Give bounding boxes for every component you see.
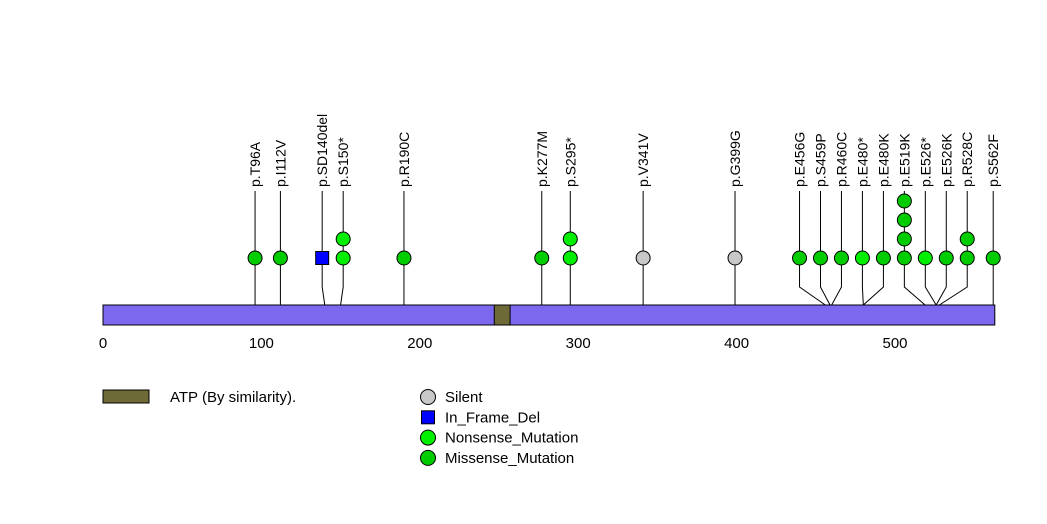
legend-domain-label: ATP (By similarity). xyxy=(170,389,296,406)
mutation-label: p.R460C xyxy=(833,132,849,187)
lollipop-stem xyxy=(924,191,937,306)
axis-tick-label: 100 xyxy=(249,335,274,352)
lollipop-p.V341V: p.V341V xyxy=(635,133,651,305)
lollipop-p.S295*: p.S295* xyxy=(562,137,578,305)
mutation-marker-circle xyxy=(562,231,578,247)
mutation-label: p.S150* xyxy=(335,137,351,187)
lollipop-p.S562F: p.S562F xyxy=(985,134,1001,305)
mutation-marker-circle xyxy=(896,250,912,266)
lollipop-stem xyxy=(340,191,344,306)
mutation-label: p.I112V xyxy=(272,139,288,187)
mutation-marker-circle xyxy=(635,250,651,266)
lollipop-p.E456G: p.E456G xyxy=(792,132,826,306)
legend-marker-Nonsense_Mutation xyxy=(420,429,436,446)
lollipop-stem xyxy=(799,191,826,306)
mutation-marker-circle xyxy=(247,250,263,266)
mutation-label: p.E526K xyxy=(938,133,954,187)
mutation-label: p.R528C xyxy=(959,132,975,187)
lollipop-p.R460C: p.R460C xyxy=(831,132,849,306)
lollipop-stem xyxy=(861,191,864,306)
lollipop-stem xyxy=(862,191,884,306)
mutation-marker-circle xyxy=(959,250,975,266)
protein-backbone xyxy=(102,304,996,326)
mutation-marker-circle xyxy=(335,231,351,247)
axis-tick-label: 0 xyxy=(99,335,107,352)
mutation-label: p.E480* xyxy=(854,137,870,187)
protein-domain-atp xyxy=(493,304,511,326)
lollipop-p.SD140del: p.SD140del xyxy=(314,114,330,306)
lollipop-p.E526*: p.E526* xyxy=(917,137,937,306)
mutation-marker-circle xyxy=(896,231,912,247)
lollipop-p.K277M: p.K277M xyxy=(534,131,550,305)
mutation-label: p.T96A xyxy=(247,141,263,187)
mutation-marker-square xyxy=(315,251,330,265)
mutation-marker-circle xyxy=(562,250,578,266)
mutation-marker-circle xyxy=(896,193,912,209)
lollipop-p.E519K: p.E519K xyxy=(896,133,926,306)
mutation-marker-circle xyxy=(812,250,828,266)
axis-tick-label: 200 xyxy=(407,335,432,352)
lollipop-stem xyxy=(939,191,968,306)
mutation-marker-circle xyxy=(985,250,1001,266)
mutation-label: p.E480K xyxy=(875,133,891,187)
lollipop-p.E480K: p.E480K xyxy=(862,133,891,306)
legend-marker-Silent xyxy=(420,389,436,405)
legend-label-Missense_Mutation: Missense_Mutation xyxy=(445,450,574,467)
legend-label-In_Frame_Del: In_Frame_Del xyxy=(445,409,540,426)
mutation-label: p.K277M xyxy=(534,131,550,187)
lollipop-p.E526K: p.E526K xyxy=(935,133,954,306)
legend-label-Nonsense_Mutation: Nonsense_Mutation xyxy=(445,430,578,447)
mutation-label: p.S295* xyxy=(562,137,578,187)
lollipop-p.S459P: p.S459P xyxy=(812,133,831,306)
lollipop-stem xyxy=(903,191,926,306)
legend-marker-Missense_Mutation xyxy=(420,449,436,466)
lollipop-p.I112V: p.I112V xyxy=(272,139,288,305)
lollipop-p.G399G: p.G399G xyxy=(727,130,743,305)
legend-label-Silent: Silent xyxy=(445,389,483,406)
mutation-marker-circle xyxy=(875,250,891,266)
mutation-marker-circle xyxy=(727,250,743,266)
mutation-label: p.G399G xyxy=(727,130,743,187)
lollipop-p.T96A: p.T96A xyxy=(247,141,263,305)
mutation-marker-circle xyxy=(792,250,808,266)
lollipop-stem xyxy=(321,191,326,306)
axis-tick-label: 500 xyxy=(882,335,907,352)
mutation-marker-circle xyxy=(833,250,849,266)
mutation-marker-circle xyxy=(396,250,412,266)
mutation-label: p.E519K xyxy=(896,133,912,187)
mutation-marker-circle xyxy=(272,250,288,266)
legend-domain-swatch xyxy=(102,389,150,404)
mutation-marker-circle xyxy=(854,250,870,266)
lollipop-p.E480*: p.E480* xyxy=(854,137,870,306)
lollipop-p.S150*: p.S150* xyxy=(335,137,351,306)
lollipop-stem xyxy=(935,191,947,306)
mutation-label: p.E456G xyxy=(792,132,808,187)
legend-marker-In_Frame_Del xyxy=(421,410,435,425)
lollipop-p.R528C: p.R528C xyxy=(939,132,975,306)
lollipop-p.R190C: p.R190C xyxy=(396,132,412,305)
mutation-marker-circle xyxy=(959,231,975,247)
axis-tick-label: 300 xyxy=(566,335,591,352)
mutation-label: p.S459P xyxy=(812,133,828,187)
mutation-label: p.SD140del xyxy=(314,114,330,187)
mutation-marker-circle xyxy=(938,250,954,266)
mutation-marker-circle xyxy=(534,250,550,266)
mutation-label: p.V341V xyxy=(635,133,651,187)
lollipop-stem xyxy=(831,191,842,306)
mutation-marker-circle xyxy=(335,250,351,266)
mutation-marker-circle xyxy=(917,250,933,266)
mutation-marker-circle xyxy=(896,212,912,228)
mutation-label: p.S562F xyxy=(985,134,1001,187)
mutation-label: p.R190C xyxy=(396,132,412,187)
mutation-label: p.E526* xyxy=(917,137,933,187)
lollipop-stem xyxy=(819,191,831,306)
axis-tick-label: 400 xyxy=(724,335,749,352)
